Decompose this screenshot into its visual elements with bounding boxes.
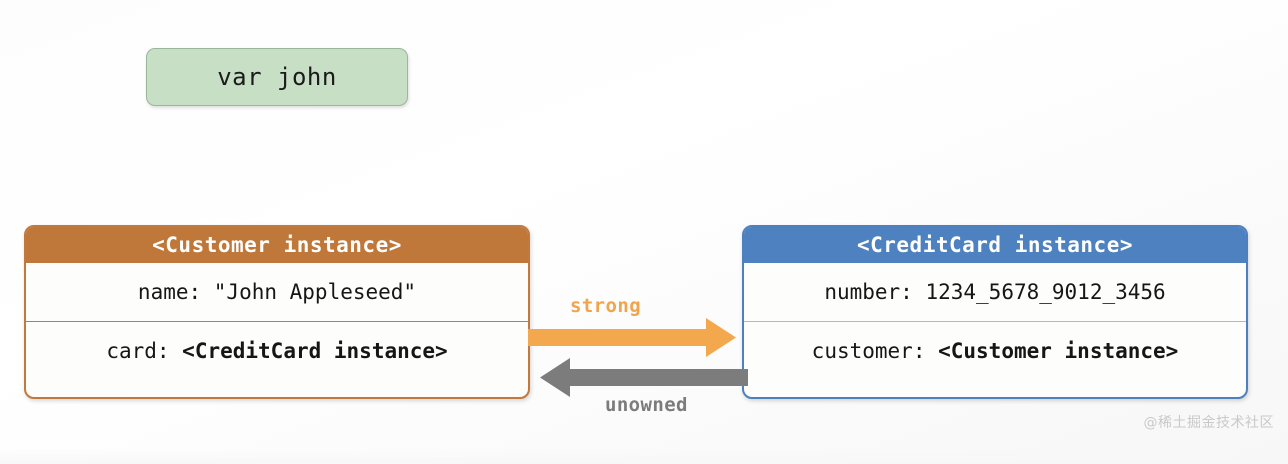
strong-arrow-icon xyxy=(528,318,736,357)
unowned-arrow-label: unowned xyxy=(605,394,688,416)
watermark: @稀土掘金技术社区 xyxy=(1143,415,1274,431)
creditcard-customer-row: customer: <Customer instance> xyxy=(744,321,1246,379)
customer-instance-header: <Customer instance> xyxy=(26,227,528,263)
creditcard-instance-box: <CreditCard instance> number: 1234_5678_… xyxy=(742,225,1248,399)
customer-name-row: name: "John Appleseed" xyxy=(26,263,528,321)
creditcard-number-row: number: 1234_5678_9012_3456 xyxy=(744,263,1246,321)
variable-box-john: var john xyxy=(146,48,408,106)
variable-box-label: var john xyxy=(217,63,337,91)
creditcard-customer-key: customer: xyxy=(811,338,939,363)
customer-card-key: card: xyxy=(106,338,183,363)
customer-card-reference: <CreditCard instance> xyxy=(182,338,448,363)
creditcard-number-value: number: 1234_5678_9012_3456 xyxy=(824,280,1166,304)
unowned-arrow-icon xyxy=(540,358,748,397)
customer-instance-box: <Customer instance> name: "John Applesee… xyxy=(24,225,530,399)
creditcard-customer-reference: <Customer instance> xyxy=(938,338,1179,363)
strong-arrow-label: strong xyxy=(570,295,642,317)
customer-name-value: name: "John Appleseed" xyxy=(137,280,417,304)
customer-card-row: card: <CreditCard instance> xyxy=(26,321,528,379)
creditcard-instance-header: <CreditCard instance> xyxy=(744,227,1246,263)
bottom-fade xyxy=(0,448,1288,464)
